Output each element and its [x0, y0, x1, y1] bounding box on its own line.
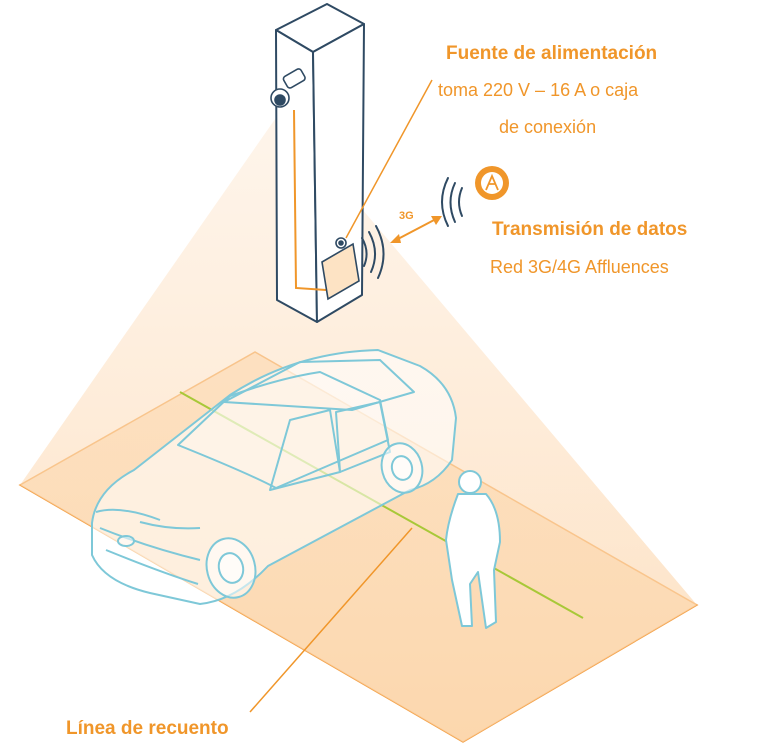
data-description: Red 3G/4G Affluences — [490, 257, 669, 277]
link-tag: 3G — [399, 210, 414, 222]
data-title: Transmisión de datos — [492, 219, 688, 240]
leader-line-count — [249, 527, 413, 713]
wireless-signal-icon — [441, 177, 463, 227]
car-outline — [91, 349, 457, 605]
power-description-line2: de conexión — [499, 117, 597, 137]
affluences-logo-icon — [475, 166, 509, 200]
dome-camera-icon — [270, 68, 306, 108]
power-title: Fuente de alimentación — [446, 43, 658, 64]
counting-line-label: Línea de recuento — [66, 718, 229, 739]
double-arrow-icon — [390, 216, 442, 243]
wireless-signal-icon — [361, 225, 385, 279]
power-description-line1: toma 220 V – 16 A o caja — [438, 80, 639, 100]
power-cable — [293, 109, 327, 291]
counting-sensor-icon — [321, 237, 360, 301]
leader-line-power — [345, 79, 433, 239]
person-silhouette — [445, 470, 501, 629]
